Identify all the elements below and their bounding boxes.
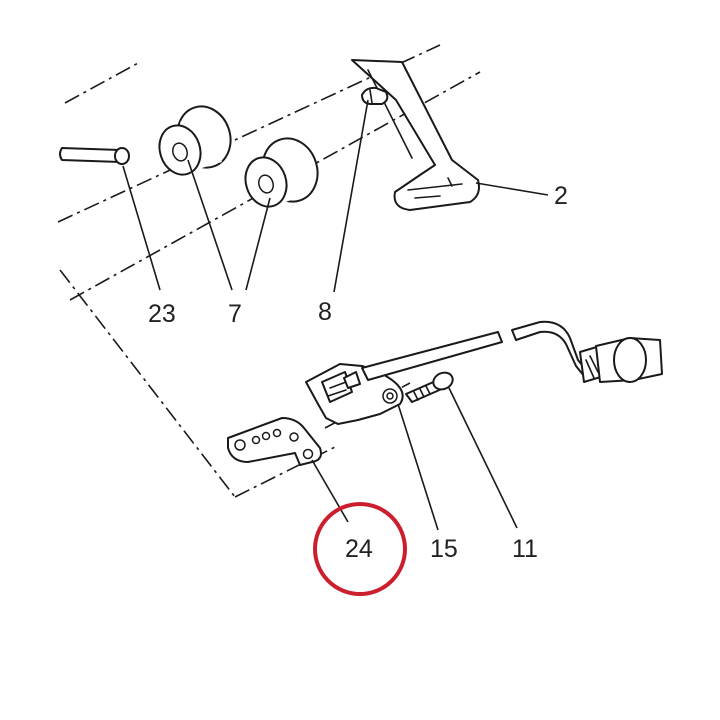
callout-label-23[interactable]: 23 [148,300,176,328]
callout-label-15[interactable]: 15 [430,535,458,563]
leader-lines [122,99,549,531]
callout-label-2[interactable]: 2 [554,182,568,210]
callout-label-7[interactable]: 7 [228,300,242,328]
bushing-part-7-b[interactable] [239,131,325,212]
bracket-plate-part-24[interactable] [227,417,322,466]
bolt-part-11[interactable] [405,370,455,403]
side-stand-part-2[interactable] [351,59,480,211]
callout-label-24[interactable]: 24 [345,535,373,563]
highlight-circle [313,502,407,596]
spring-clip-part-8[interactable] [361,86,389,105]
callout-label-11[interactable]: 11 [512,535,538,563]
bushing-part-7-a[interactable] [153,99,238,179]
side-stand-switch-part-15[interactable] [305,320,663,425]
pivot-pin-part-23[interactable] [59,147,130,165]
callout-label-8[interactable]: 8 [318,298,332,326]
